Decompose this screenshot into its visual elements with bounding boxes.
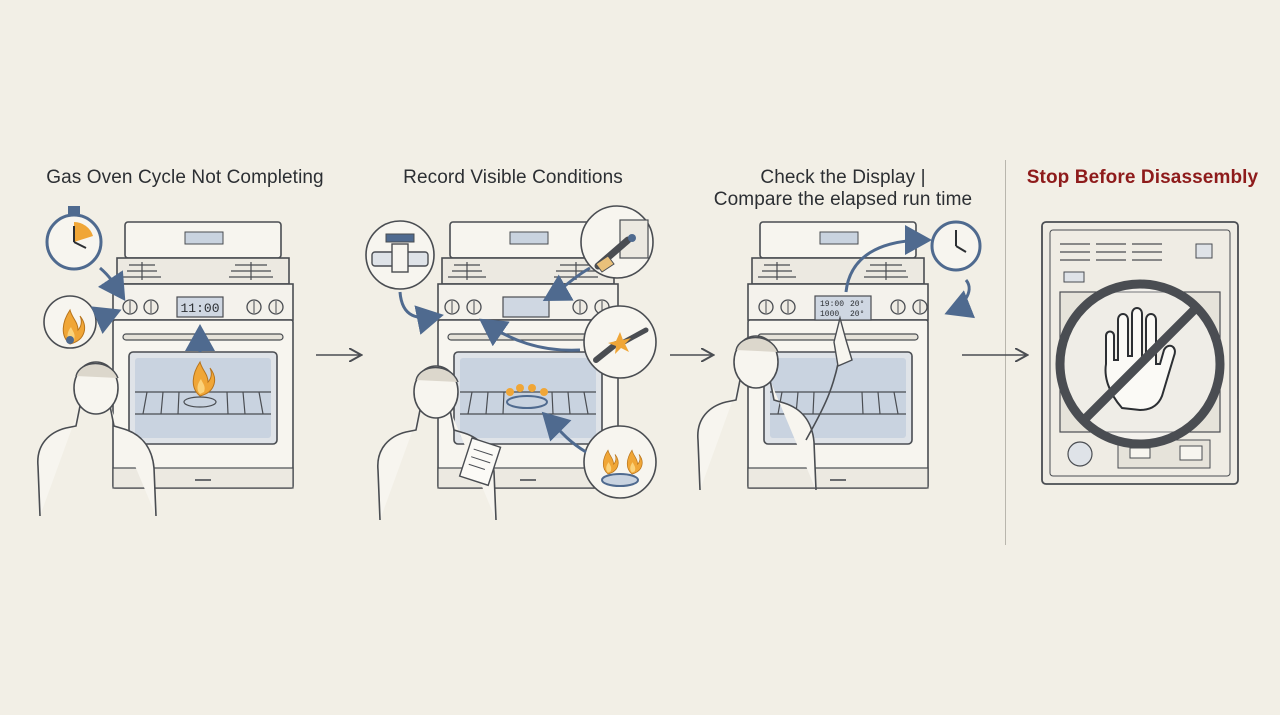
- panel-3-title-line-1: Check the Display |: [760, 167, 926, 188]
- svg-text:19:00: 19:00: [820, 300, 844, 309]
- panel-3-title-line-2: Compare the elapsed run time: [713, 189, 973, 210]
- no-hand-icon: [1055, 279, 1225, 449]
- svg-text:20°: 20°: [850, 310, 864, 319]
- panel-4-title: Stop Before Disassembly: [1026, 167, 1259, 188]
- burner-flame-icon: [583, 425, 657, 499]
- panel-2-title: Record Visible Conditions: [403, 167, 623, 188]
- section-divider: [1005, 160, 1006, 545]
- valve-icon: [365, 220, 435, 290]
- panel-1-title: Gas Oven Cycle Not Completing: [46, 167, 324, 188]
- stopwatch-icon: [45, 206, 103, 271]
- spark-icon: [583, 305, 657, 379]
- flame-icon: [43, 295, 97, 349]
- panel-3-display: [814, 295, 872, 321]
- svg-text:20°: 20°: [850, 300, 864, 309]
- panel-1-display-time: 11:00: [180, 301, 219, 316]
- clipboard: [458, 437, 502, 487]
- igniter-icon: [580, 205, 654, 279]
- clock-icon: [930, 220, 982, 272]
- panel-1-display: [176, 296, 224, 318]
- svg-text:1000: 1000: [820, 310, 839, 319]
- panel-2-display: [502, 296, 550, 318]
